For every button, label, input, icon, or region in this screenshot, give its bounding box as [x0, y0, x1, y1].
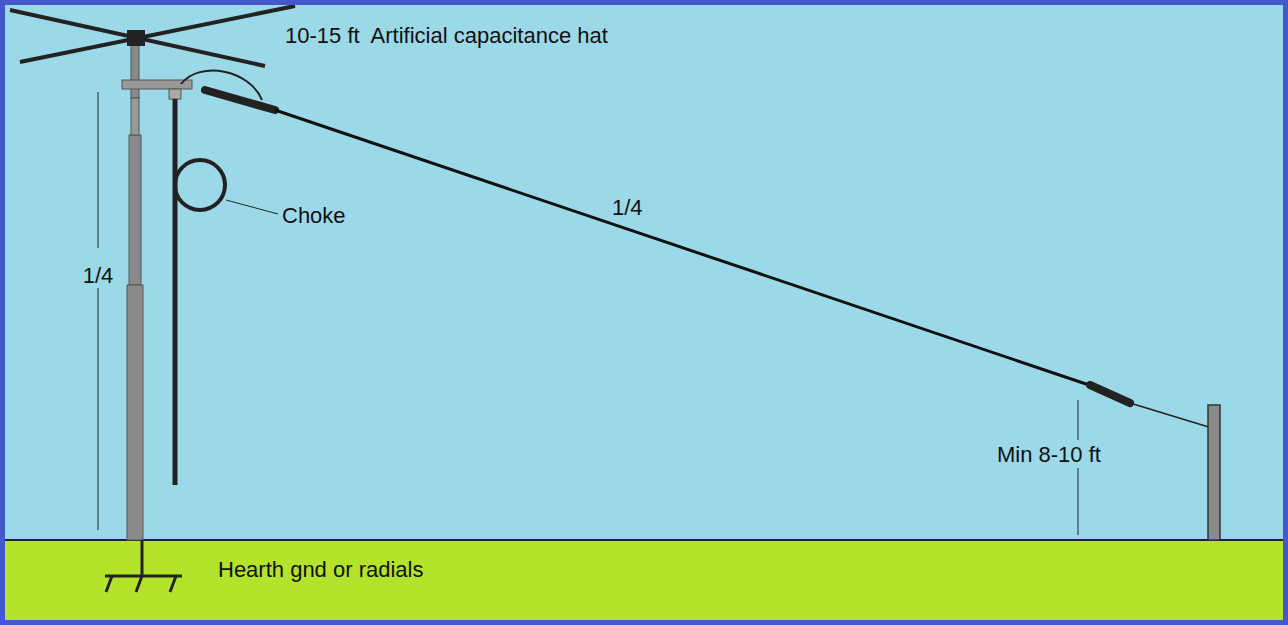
dimension-label: 1/4	[81, 264, 116, 288]
coax-cable	[173, 99, 178, 485]
mast-section	[131, 98, 139, 135]
earth-ground	[0, 540, 1288, 625]
sloping-wire	[275, 110, 1092, 386]
ground-line	[0, 539, 1288, 541]
insulator	[205, 90, 275, 110]
dimension-label: 1/4	[610, 196, 645, 220]
part-label: Choke	[280, 204, 348, 228]
dimension-line	[1078, 400, 1079, 440]
sky-ground	[0, 0, 1288, 540]
dimension-line	[98, 280, 99, 530]
ground-label: Hearth gnd or radials	[216, 558, 425, 582]
hat-hub	[127, 30, 145, 46]
ground-symbol	[136, 576, 142, 592]
coax-connector	[169, 89, 181, 99]
ground-symbol	[106, 576, 112, 592]
hat-label: 10-15 ft Artificial capacitance hat	[283, 24, 610, 48]
crossbar	[122, 80, 192, 89]
guy-line	[1130, 403, 1212, 428]
leader-line	[226, 200, 278, 214]
ground-symbol	[141, 540, 144, 576]
dimension-line	[1078, 468, 1079, 535]
hat-spoke	[20, 6, 295, 62]
ground-symbol	[105, 575, 182, 578]
insulator	[1090, 385, 1130, 403]
mast-bottom	[127, 285, 143, 540]
mast-section	[129, 135, 141, 285]
dimension-line	[98, 92, 99, 248]
dimension-label: Min 8-10 ft	[995, 443, 1103, 467]
choke-loop	[175, 160, 225, 210]
ground-symbol	[170, 576, 176, 592]
frame-border	[3, 3, 1286, 623]
end-post	[1208, 405, 1220, 540]
